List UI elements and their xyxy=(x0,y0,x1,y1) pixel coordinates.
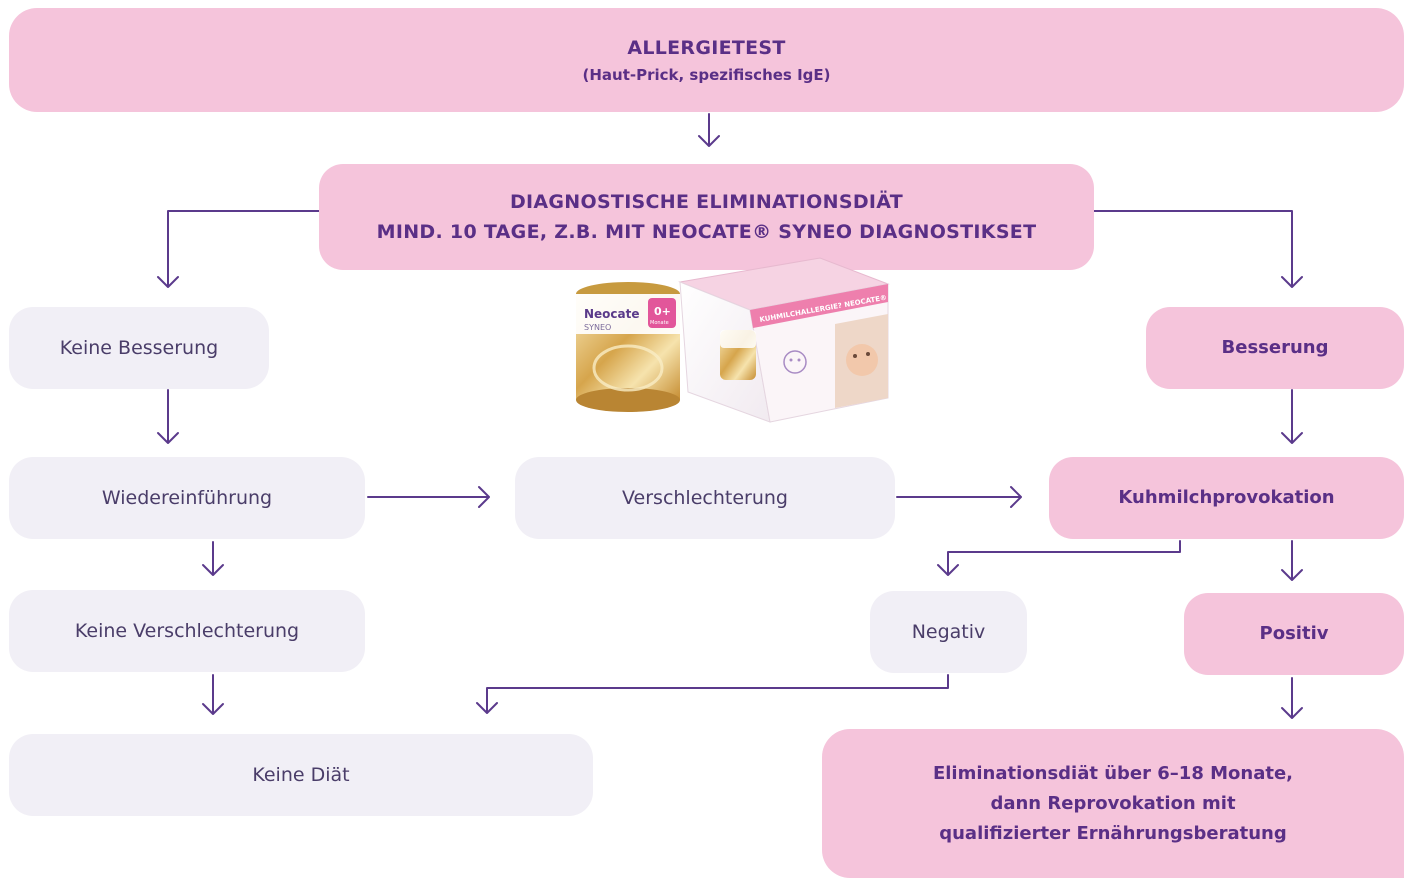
arrow-negativ-to-keine-diaet xyxy=(476,674,949,714)
node-positiv-label: Positiv xyxy=(1259,623,1329,644)
node-keine-verschlechterung-label: Keine Verschlechterung xyxy=(74,620,300,642)
product-age-badge: 0+ xyxy=(654,305,671,318)
node-allergietest-subtitle: (Haut-Prick, spezifisches IgE) xyxy=(582,66,831,84)
node-keine-besserung-label: Keine Besserung xyxy=(59,337,219,359)
arrow-wiedereinfuehrung-to-verschlechterung xyxy=(367,486,490,508)
arrow-allergietest-to-elimination xyxy=(698,113,720,147)
arrow-besserung-to-kuhmilchprovokation xyxy=(1281,389,1303,444)
node-verschlechterung: Verschlechterung xyxy=(515,457,895,539)
node-keine-verschlechterung: Keine Verschlechterung xyxy=(9,590,365,672)
node-elimination-line2: MIND. 10 TAGE, Z.B. MIT NEOCATE® SYNEO D… xyxy=(376,221,1037,243)
node-final: Eliminationsdiät über 6–18 Monate, dann … xyxy=(822,729,1404,878)
product-age-unit: Monate xyxy=(650,320,669,326)
neocate-product-image: KUHMILCHALLERGIE? NEOCATE® SYNEO Neocate… xyxy=(576,257,895,423)
arrow-elimination-to-keine-besserung xyxy=(157,210,320,288)
node-keine-besserung: Keine Besserung xyxy=(9,307,269,389)
node-allergietest: ALLERGIETEST (Haut-Prick, spezifisches I… xyxy=(9,8,1404,112)
node-besserung-label: Besserung xyxy=(1221,337,1329,358)
node-verschlechterung-label: Verschlechterung xyxy=(622,487,788,509)
node-keine-diaet: Keine Diät xyxy=(9,734,593,816)
arrow-positiv-to-final xyxy=(1281,677,1303,719)
arrow-keine-besserung-to-wiedereinfuehrung xyxy=(157,389,179,444)
node-wiedereinfuehrung: Wiedereinführung xyxy=(9,457,365,539)
node-besserung: Besserung xyxy=(1146,307,1404,389)
product-sub-brand: SYNEO xyxy=(584,323,611,332)
arrow-kuhmilchprovokation-to-negativ xyxy=(937,540,1181,576)
product-brand: Neocate xyxy=(584,307,640,321)
node-kuhmilchprovokation: Kuhmilchprovokation xyxy=(1049,457,1404,539)
node-wiedereinfuehrung-label: Wiedereinführung xyxy=(101,487,273,509)
node-final-line1: Eliminationsdiät über 6–18 Monate, xyxy=(932,762,1294,784)
node-allergietest-title: ALLERGIETEST xyxy=(627,37,786,59)
node-final-line2: dann Reprovokation mit xyxy=(990,792,1236,814)
arrow-elimination-to-besserung xyxy=(1093,210,1303,288)
node-keine-diaet-label: Keine Diät xyxy=(252,764,350,786)
arrow-keine-verschlechterung-to-keine-diaet xyxy=(202,674,224,715)
node-final-line3: qualifizierter Ernährungsberatung xyxy=(939,822,1287,844)
arrow-kuhmilchprovokation-to-positiv xyxy=(1281,540,1303,581)
arrow-verschlechterung-to-kuhmilchprovokation xyxy=(896,486,1022,508)
node-negativ: Negativ xyxy=(870,591,1027,673)
arrow-wiedereinfuehrung-to-keine-verschlechterung xyxy=(202,541,224,576)
node-elimination: DIAGNOSTISCHE ELIMINATIONSDIÄT MIND. 10 … xyxy=(319,164,1094,270)
node-kuhmilchprovokation-label: Kuhmilchprovokation xyxy=(1118,487,1335,508)
node-negativ-label: Negativ xyxy=(911,621,986,643)
node-elimination-line1: DIAGNOSTISCHE ELIMINATIONSDIÄT xyxy=(509,191,904,213)
node-positiv: Positiv xyxy=(1184,593,1404,675)
